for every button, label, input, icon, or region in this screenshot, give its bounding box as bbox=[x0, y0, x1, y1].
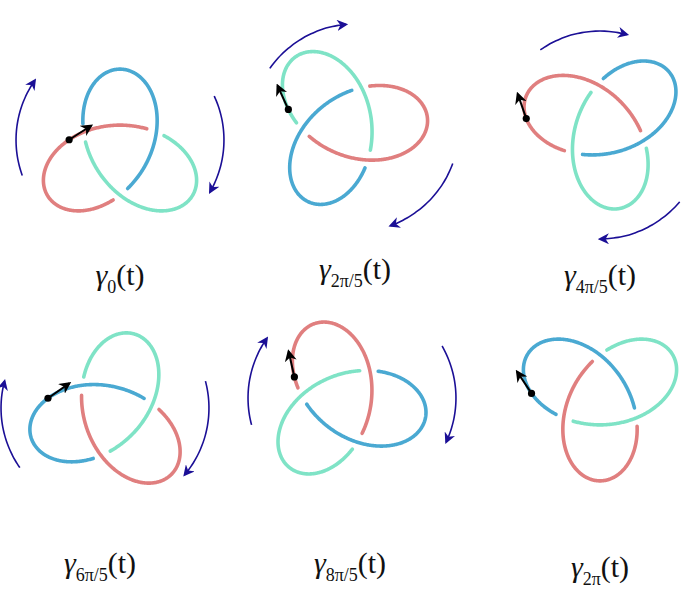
tangent-arrow bbox=[48, 383, 69, 398]
rotation-arrow bbox=[1, 381, 20, 468]
knot-strand bbox=[572, 92, 648, 209]
base-point bbox=[291, 373, 298, 380]
knot-strand bbox=[290, 90, 365, 204]
rotation-arrow bbox=[270, 24, 346, 68]
trefoil-knot bbox=[518, 31, 680, 239]
rotation-arrow bbox=[210, 96, 224, 192]
rotation-arrow bbox=[540, 31, 627, 50]
trefoil-knot bbox=[16, 69, 224, 211]
knot-strand bbox=[43, 125, 146, 211]
knot-strand bbox=[82, 395, 181, 483]
rotation-arrow bbox=[442, 346, 456, 442]
frame-label: γ2π(t) bbox=[571, 550, 629, 590]
knot-strand bbox=[84, 333, 159, 451]
knot-strand bbox=[583, 61, 676, 155]
base-point bbox=[523, 115, 530, 122]
knot-strand bbox=[278, 371, 360, 474]
frame-label: γ0(t) bbox=[95, 258, 144, 298]
tangent-arrow bbox=[278, 86, 289, 110]
base-point bbox=[44, 395, 51, 402]
knot-strand bbox=[573, 339, 676, 425]
frame-label: γ6π/5(t) bbox=[64, 546, 136, 586]
frame-label: γ2π/5(t) bbox=[319, 252, 391, 292]
trefoil-knot bbox=[248, 322, 456, 474]
trefoil-knot bbox=[270, 24, 453, 225]
rotation-arrow bbox=[248, 338, 267, 425]
rotation-arrow bbox=[185, 381, 209, 475]
rotation-arrow bbox=[600, 202, 680, 239]
base-point bbox=[285, 106, 292, 113]
tangent-arrow bbox=[69, 126, 91, 140]
base-point bbox=[528, 390, 535, 397]
rotation-arrow bbox=[16, 80, 35, 175]
trefoil-knot bbox=[517, 339, 676, 481]
tangent-arrow bbox=[517, 372, 531, 394]
knot-strand bbox=[309, 85, 427, 160]
knot-strand bbox=[307, 371, 426, 446]
rotation-arrow bbox=[391, 164, 453, 226]
frame-label: γ4π/5(t) bbox=[564, 258, 636, 298]
frame-label: γ8π/5(t) bbox=[314, 546, 386, 586]
tangent-arrow bbox=[518, 94, 527, 119]
tangent-arrow bbox=[289, 352, 295, 377]
trefoil-knot bbox=[1, 333, 209, 483]
knot-strand bbox=[524, 75, 640, 150]
base-point bbox=[66, 136, 73, 143]
